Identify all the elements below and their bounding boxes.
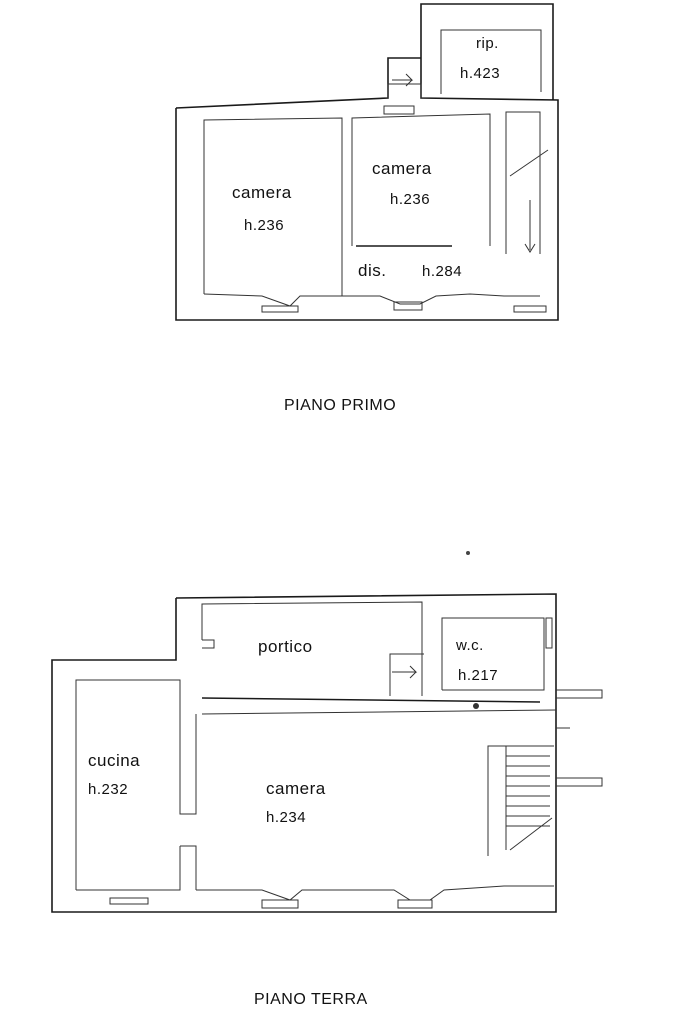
cucina-door-jamb [76, 846, 181, 891]
camera-center-name: camera [372, 159, 432, 178]
terra-notch [389, 653, 424, 696]
camera-height: h.234 [266, 809, 306, 826]
primo-window-3 [513, 305, 547, 313]
terra-ext-wall-2 [556, 777, 603, 787]
primo-stair-arrowhead [524, 243, 536, 253]
primo-bottom-inner [203, 293, 540, 307]
piano-primo-plan [175, 3, 559, 321]
terra-outer-wall [51, 593, 557, 913]
portico-inner [201, 601, 423, 696]
wc-window [545, 617, 553, 649]
stray-dot [466, 551, 470, 555]
rip-height: h.423 [460, 65, 500, 82]
portico-pillar [202, 639, 215, 649]
primo-arrow [392, 73, 414, 87]
terra-stair-steps [505, 745, 553, 851]
primo-stair-flight [509, 149, 549, 177]
dis-name: dis. [358, 261, 386, 280]
camera-center-inner [351, 113, 491, 246]
dis-height: h.284 [422, 263, 462, 280]
pipe-mark [473, 703, 479, 709]
camera-top-inner [201, 709, 557, 715]
piano-primo-title: PIANO PRIMO [284, 397, 396, 414]
terra-ext-wall-1 [556, 689, 603, 699]
camera-left-inner [203, 117, 343, 296]
wc-inner [441, 617, 545, 691]
terra-arrow [392, 665, 418, 679]
wc-name: w.c. [455, 637, 484, 654]
camera-left-name: camera [232, 183, 292, 202]
camera-left-jamb [180, 845, 197, 890]
terra-bottom-inner [196, 885, 554, 901]
cucina-inner [75, 679, 197, 890]
portico-name: portico [258, 637, 313, 656]
terra-window-3 [397, 899, 433, 909]
primo-outer-wall [175, 3, 559, 321]
cucina-name: cucina [88, 751, 140, 770]
primo-window-top [383, 105, 415, 115]
rip-name: rip. [476, 35, 499, 52]
camera-left-height: h.236 [244, 217, 284, 234]
wc-height: h.217 [458, 667, 498, 684]
primo-stair [505, 111, 541, 254]
rip-room-inner [440, 29, 542, 94]
cucina-height: h.232 [88, 781, 128, 798]
terra-window-2 [261, 899, 299, 909]
camera-center-height: h.236 [390, 191, 430, 208]
terra-window-1 [109, 897, 149, 905]
camera-name: camera [266, 779, 326, 798]
piano-terra-title: PIANO TERRA [254, 991, 368, 1008]
piano-terra-plan [51, 593, 603, 913]
portico-bottom-wall [201, 697, 541, 703]
terra-stair [487, 745, 554, 856]
primo-top-wall [175, 57, 421, 109]
primo-notch [387, 83, 422, 98]
primo-window-1 [261, 305, 299, 313]
primo-window-2 [393, 301, 423, 311]
